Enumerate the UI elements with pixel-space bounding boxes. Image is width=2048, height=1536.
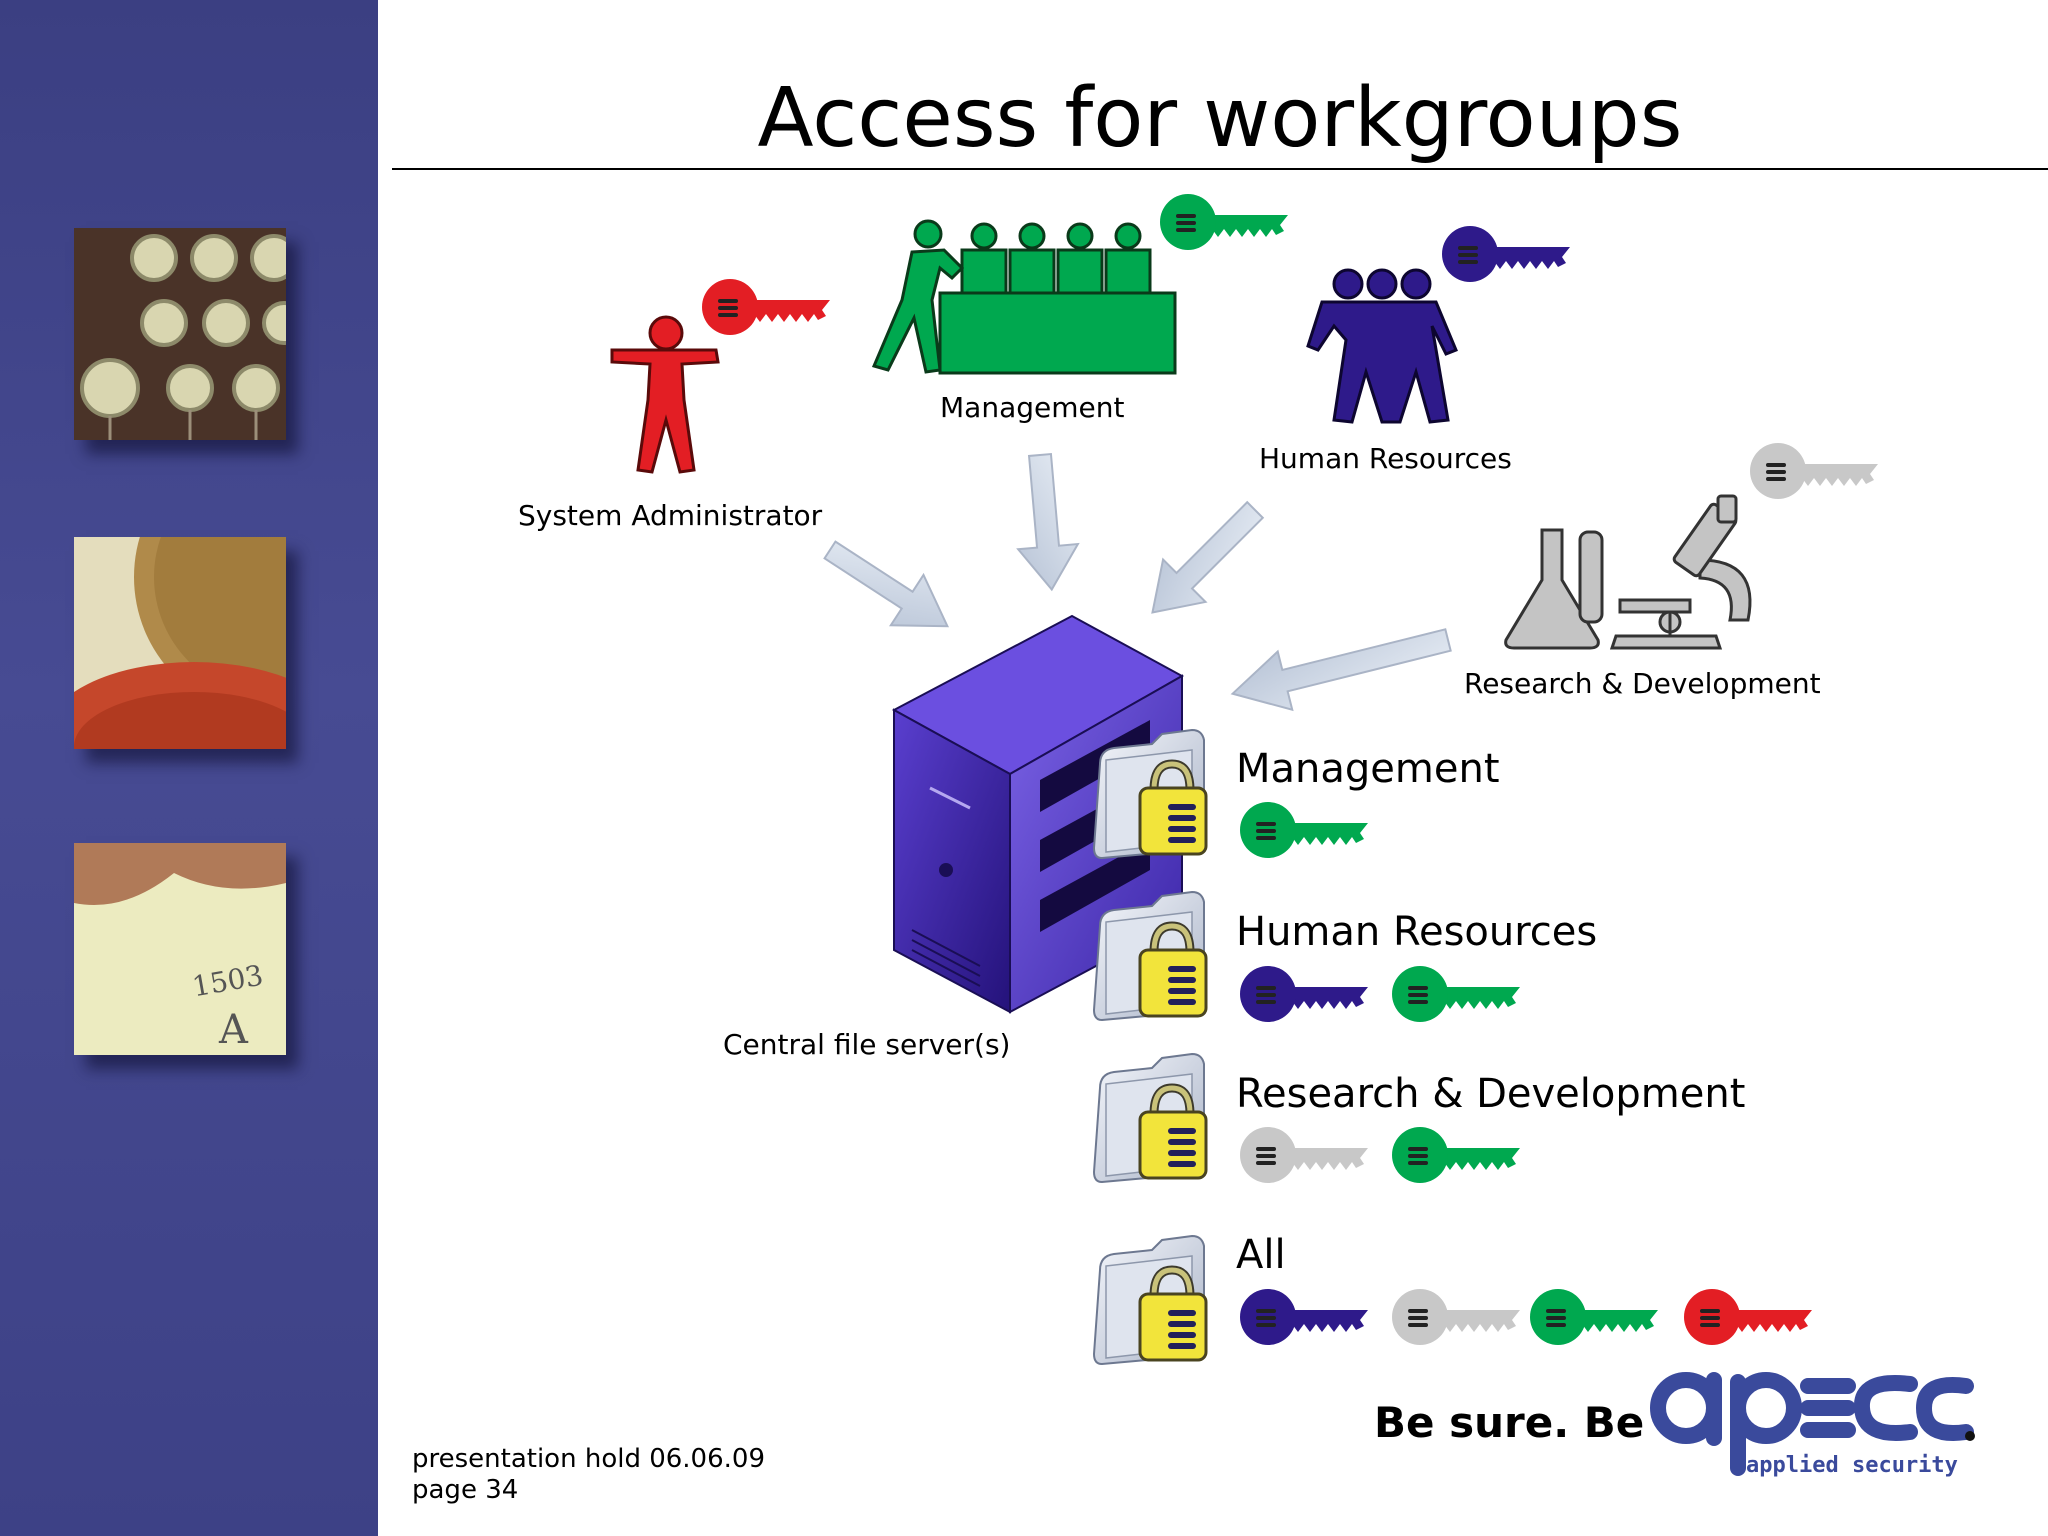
hr-figure-icon: [1306, 268, 1458, 424]
typewriter-keys-image: [74, 228, 286, 440]
key-management-green-icon: [1160, 194, 1288, 250]
folder-all-key-silver-icon: [1392, 1289, 1520, 1345]
label-hr: Human Resources: [1259, 442, 1512, 475]
label-management: Management: [940, 391, 1125, 424]
folder-rnd-key-green-icon: [1392, 1127, 1520, 1183]
footer-page-number: page 34: [412, 1475, 519, 1505]
rnd-lab-equipment-icon: [1504, 494, 1752, 650]
key-rnd-silver-icon: [1750, 443, 1878, 499]
key-sysadmin-red-icon: [702, 279, 830, 335]
sysadmin-figure-icon: [610, 315, 720, 474]
folder-management-key-green-icon: [1240, 802, 1368, 858]
folder-all-key-blue-icon: [1240, 1289, 1368, 1345]
label-central-server: Central file server(s): [723, 1028, 1011, 1061]
footer-presentation-date: presentation hold 06.06.09: [412, 1444, 765, 1474]
folder-all-key-green-icon: [1530, 1289, 1658, 1345]
folder-rnd-key-silver-icon: [1240, 1127, 1368, 1183]
folder-management-lock-icon: [1094, 730, 1206, 858]
folder-all-lock-icon: [1094, 1236, 1206, 1364]
sidebar-panel: 1503 A: [0, 0, 378, 1536]
arrow-from-sysadmin: [823, 540, 949, 628]
folder-title-management: Management: [1236, 746, 1500, 792]
arrow-from-hr: [1151, 500, 1265, 614]
folder-title-rnd: Research & Development: [1236, 1071, 1746, 1117]
management-figure-icon: [871, 219, 1177, 375]
wax-seal-image: [74, 537, 286, 749]
arrow-from-rnd: [1230, 628, 1452, 712]
folder-hr-key-green-icon: [1392, 966, 1520, 1022]
arrow-from-management: [1016, 452, 1080, 592]
label-sysadmin: System Administrator: [518, 499, 823, 532]
title-divider: [392, 168, 2048, 170]
folder-all-key-red-icon: [1684, 1289, 1812, 1345]
label-rnd: Research & Development: [1464, 667, 1821, 700]
page-title: Access for workgroups: [757, 71, 1683, 166]
folder-hr-key-blue-icon: [1240, 966, 1368, 1022]
folder-rnd-lock-icon: [1094, 1054, 1206, 1182]
folder-title-all: All: [1236, 1232, 1286, 1278]
apsec-logo: applied security: [1648, 1368, 1978, 1482]
logo-subtitle: applied security: [1746, 1453, 1958, 1478]
folder-hr-lock-icon: [1094, 892, 1206, 1020]
svg-text:A: A: [218, 1007, 249, 1053]
document-stamp-image: 1503 A: [74, 843, 286, 1055]
key-hr-blue-icon: [1442, 226, 1570, 282]
footer-info: presentation hold 06.06.09 page 34: [412, 1444, 765, 1506]
folder-title-hr: Human Resources: [1236, 909, 1598, 955]
brand-tagline: Be sure. Be: [1374, 1398, 1645, 1447]
